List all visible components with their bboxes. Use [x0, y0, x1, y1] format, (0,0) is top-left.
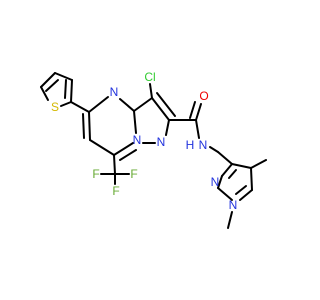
atom-fluorine: F [130, 167, 137, 181]
atom-pyrimidine-nitrogen: N [110, 85, 119, 99]
bond [88, 96, 109, 113]
bond [113, 142, 134, 156]
bond [195, 103, 202, 121]
bond [45, 79, 59, 92]
atom-chlorine: Cl [144, 70, 155, 84]
bond [217, 187, 233, 201]
bond [250, 159, 267, 169]
bonds [40, 72, 267, 229]
bond [217, 151, 233, 165]
bond [149, 83, 153, 99]
atom-ring-nitrogen: N [211, 175, 220, 189]
bond [165, 119, 170, 136]
bond [250, 167, 253, 191]
bond [156, 92, 176, 117]
bond [40, 86, 49, 101]
bond [89, 139, 115, 156]
molecule-structure: Cl O N H N N N S F F F N N [40, 70, 267, 229]
bond [133, 110, 137, 134]
bond [221, 163, 233, 177]
atom-pyrazole-nitrogen: N [157, 135, 166, 149]
bond [235, 185, 247, 195]
bond [195, 119, 200, 139]
bond [113, 154, 116, 175]
bond [60, 101, 72, 107]
bond [88, 111, 91, 141]
bond [217, 175, 223, 189]
atom-amide-hydrogen: H [186, 138, 195, 152]
bond [82, 113, 85, 139]
bond [239, 189, 253, 201]
bond [70, 101, 90, 113]
bond [133, 97, 153, 112]
bond [40, 72, 56, 88]
atom-bridgehead-nitrogen: N [133, 133, 142, 147]
atom-oxygen: O [199, 89, 208, 103]
bond [151, 97, 170, 121]
bond [119, 149, 137, 161]
atom-sulfur: S [51, 100, 59, 114]
bond [209, 146, 219, 153]
bond [231, 163, 252, 169]
atom-fluorine: F [112, 184, 119, 198]
bond [228, 169, 237, 179]
bond [64, 79, 67, 99]
atom-methyl-nitrogen: N [229, 198, 238, 212]
atoms: Cl O N H N N N S F F F N N [51, 70, 237, 212]
bond [54, 72, 73, 81]
bond [227, 211, 233, 229]
atom-fluorine: F [92, 167, 99, 181]
bond [189, 101, 196, 119]
atom-amide-nitrogen: N [199, 138, 208, 152]
bond [70, 79, 73, 103]
bond [119, 98, 135, 112]
